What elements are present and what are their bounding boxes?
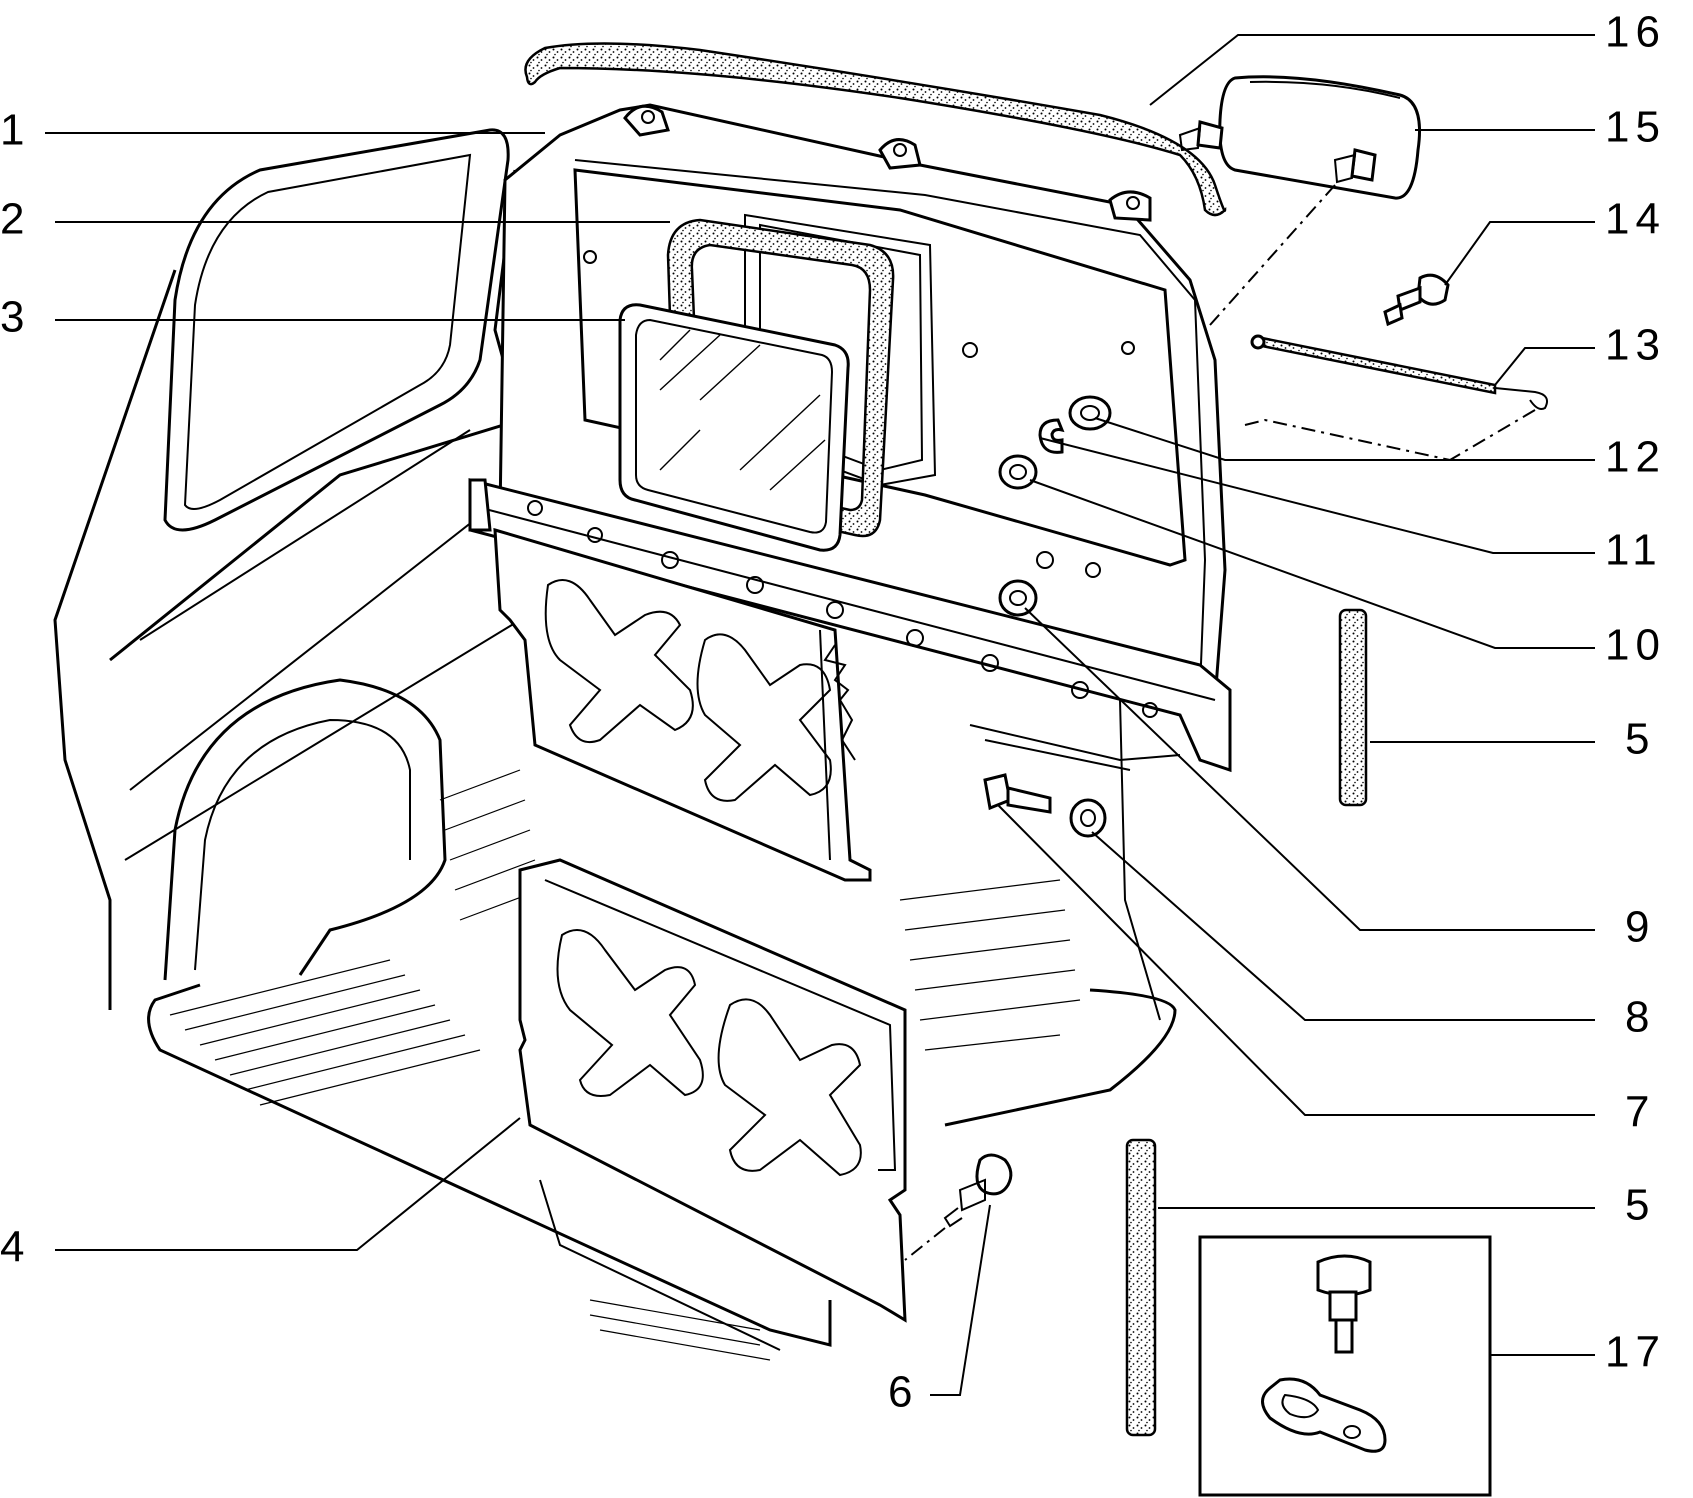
callout-label-13: 13	[1605, 321, 1666, 370]
plug-fastener	[1383, 273, 1450, 327]
roof-seal-strip	[524, 42, 1227, 217]
window-seal	[666, 218, 895, 538]
check-cable	[1244, 334, 1548, 461]
callout-label-1: 1	[0, 106, 30, 155]
callout-labels: 1 2 3 16 15 14 13 12 11 10 5 9 8 7 5 17 …	[0, 8, 1666, 1417]
callout-label-5a: 5	[1625, 715, 1655, 764]
cab-light	[1178, 75, 1422, 326]
gasket-strip-lower	[1125, 1138, 1157, 1437]
callout-label-8: 8	[1625, 993, 1655, 1042]
callout-label-15: 15	[1605, 103, 1666, 152]
callout-label-14: 14	[1605, 195, 1666, 244]
bolt-and-nut	[983, 773, 1107, 838]
callout-label-10: 10	[1605, 621, 1666, 670]
callout-label-3: 3	[0, 293, 30, 342]
callout-label-16: 16	[1605, 8, 1666, 57]
washers	[998, 395, 1112, 617]
callout-label-2: 2	[0, 195, 30, 244]
callout-label-9: 9	[1625, 903, 1655, 952]
callout-label-11: 11	[1605, 526, 1663, 575]
knob-screw	[904, 1153, 1013, 1261]
detail-box	[1198, 1235, 1492, 1497]
callout-label-17: 17	[1605, 1328, 1666, 1377]
window-glass	[618, 303, 850, 552]
callout-label-12: 12	[1605, 433, 1666, 482]
leader-lines	[45, 34, 1595, 1396]
callout-label-4: 4	[0, 1223, 30, 1272]
callout-label-5b: 5	[1625, 1181, 1655, 1230]
gasket-strip-upper	[1338, 608, 1368, 807]
cab-body-outline	[53, 128, 1181, 1361]
callout-label-6: 6	[888, 1368, 918, 1417]
lower-panel	[518, 858, 907, 1323]
callout-label-7: 7	[1625, 1088, 1655, 1137]
